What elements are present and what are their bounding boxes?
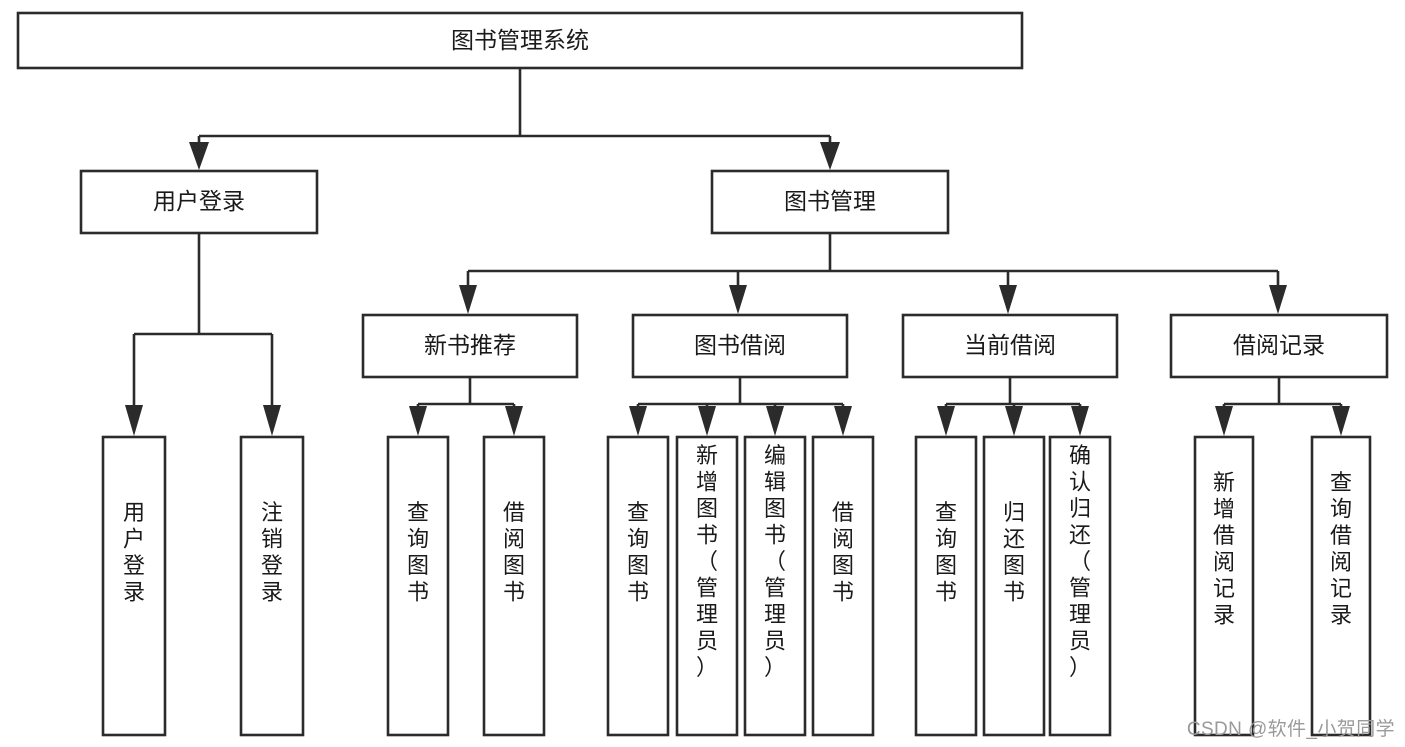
node-book-borrow-label: 图书借阅 xyxy=(694,332,786,358)
node-leaf-confirm-return-box[interactable] xyxy=(1048,435,1112,737)
node-leaf-return-book-label: 归还图书 xyxy=(1003,500,1025,605)
node-leaf-query-record-label: 查询借阅记录 xyxy=(1330,470,1352,628)
node-book-management-box[interactable] xyxy=(710,169,950,235)
node-leaf-borrow-book-2[interactable]: 借阅图书 xyxy=(811,435,875,737)
arrow-head-leaf-query-record xyxy=(1332,406,1350,436)
node-leaf-logout-box[interactable] xyxy=(239,435,305,737)
node-leaf-add-record-label: 新增借阅记录 xyxy=(1213,470,1235,628)
node-leaf-borrow-book-1-box[interactable] xyxy=(482,435,546,737)
node-user-login[interactable]: 用户登录 xyxy=(79,169,319,235)
node-current-borrow[interactable]: 当前借阅 xyxy=(901,313,1119,379)
node-leaf-query-book-2-box[interactable] xyxy=(606,435,670,737)
arrow-head-leaf-query-book-1 xyxy=(409,406,427,436)
node-new-book-recommend-label: 新书推荐 xyxy=(424,332,516,358)
node-leaf-query-book-3[interactable]: 查询图书 xyxy=(914,435,978,737)
node-leaf-query-book-3-label: 查询图书 xyxy=(935,500,957,605)
node-leaf-logout-label: 注销登录 xyxy=(261,500,283,605)
arrow-head-leaf-confirm-return xyxy=(1071,406,1089,436)
node-book-borrow[interactable]: 图书借阅 xyxy=(631,313,849,379)
arrow-head-leaf-add-book xyxy=(698,406,716,436)
node-book-management[interactable]: 图书管理 xyxy=(710,169,950,235)
arrow-head-book-management xyxy=(820,142,840,170)
node-leaf-logout[interactable]: 注销登录 xyxy=(239,435,305,737)
node-leaf-query-book-2[interactable]: 查询图书 xyxy=(606,435,670,737)
arrow-head-leaf-user-login xyxy=(125,405,143,436)
node-leaf-borrow-book-1-label: 借阅图书 xyxy=(503,500,525,605)
node-root-box[interactable] xyxy=(16,11,1024,70)
node-leaf-user-login[interactable]: 用户登录 xyxy=(101,435,167,737)
node-leaf-borrow-book-2-label: 借阅图书 xyxy=(832,500,854,605)
node-leaf-query-book-1-box[interactable] xyxy=(386,435,450,737)
arrow-head-leaf-borrow-book-2 xyxy=(834,406,852,436)
node-leaf-confirm-return-label: 确认归还（管理员） xyxy=(1069,443,1091,680)
node-leaf-return-book[interactable]: 归还图书 xyxy=(982,435,1046,737)
arrow-head-leaf-return-book xyxy=(1005,406,1023,436)
node-leaf-query-record[interactable]: 查询借阅记录 xyxy=(1310,435,1372,737)
node-leaf-edit-book-label: 编辑图书（管理员） xyxy=(764,443,786,680)
node-leaf-add-record-box[interactable] xyxy=(1193,435,1255,737)
connector-layer xyxy=(125,68,1350,436)
arrow-head-leaf-query-book-3 xyxy=(937,406,955,436)
arrow-head-book-borrow xyxy=(729,285,747,314)
node-leaf-return-book-box[interactable] xyxy=(982,435,1046,737)
node-new-book-recommend[interactable]: 新书推荐 xyxy=(361,313,579,379)
node-leaf-add-record[interactable]: 新增借阅记录 xyxy=(1193,435,1255,737)
node-book-management-label: 图书管理 xyxy=(784,188,876,214)
arrow-head-leaf-borrow-book-1 xyxy=(505,406,523,436)
node-leaf-add-book-label: 新增图书（管理员） xyxy=(696,443,718,680)
node-new-book-recommend-box[interactable] xyxy=(361,313,579,379)
arrow-head-leaf-edit-book xyxy=(766,406,784,436)
node-leaf-confirm-return[interactable]: 确认归还（管理员） xyxy=(1048,435,1112,737)
node-leaf-user-login-box[interactable] xyxy=(101,435,167,737)
arrow-head-current-borrow xyxy=(999,285,1017,314)
node-leaf-add-book-box[interactable] xyxy=(675,435,739,737)
node-current-borrow-label: 当前借阅 xyxy=(964,332,1056,358)
node-borrow-record-box[interactable] xyxy=(1169,313,1389,379)
node-leaf-user-login-label: 用户登录 xyxy=(123,500,145,605)
node-borrow-record[interactable]: 借阅记录 xyxy=(1169,313,1389,379)
node-leaf-query-book-1-label: 查询图书 xyxy=(407,500,429,605)
arrow-head-leaf-logout xyxy=(263,405,281,436)
arrow-head-leaf-add-record xyxy=(1215,406,1233,436)
node-leaf-borrow-book-1[interactable]: 借阅图书 xyxy=(482,435,546,737)
node-leaf-edit-book-box[interactable] xyxy=(743,435,807,737)
node-current-borrow-box[interactable] xyxy=(901,313,1119,379)
node-leaf-borrow-book-2-box[interactable] xyxy=(811,435,875,737)
node-borrow-record-label: 借阅记录 xyxy=(1233,332,1325,358)
node-leaf-query-book-1[interactable]: 查询图书 xyxy=(386,435,450,737)
node-leaf-add-book[interactable]: 新增图书（管理员） xyxy=(675,435,739,737)
arrow-head-new-book-recommend xyxy=(459,285,477,314)
node-user-login-label: 用户登录 xyxy=(153,188,245,214)
node-root-label: 图书管理系统 xyxy=(451,27,589,53)
node-book-borrow-box[interactable] xyxy=(631,313,849,379)
node-leaf-query-book-3-box[interactable] xyxy=(914,435,978,737)
node-user-login-box[interactable] xyxy=(79,169,319,235)
node-leaf-query-book-2-label: 查询图书 xyxy=(627,500,649,605)
node-root[interactable]: 图书管理系统 xyxy=(16,11,1024,70)
arrow-head-borrow-record xyxy=(1269,285,1287,314)
arrow-head-user-login xyxy=(189,142,209,170)
node-leaf-edit-book[interactable]: 编辑图书（管理员） xyxy=(743,435,807,737)
arrow-head-leaf-query-book-2 xyxy=(629,406,647,436)
node-leaf-query-record-box[interactable] xyxy=(1310,435,1372,737)
